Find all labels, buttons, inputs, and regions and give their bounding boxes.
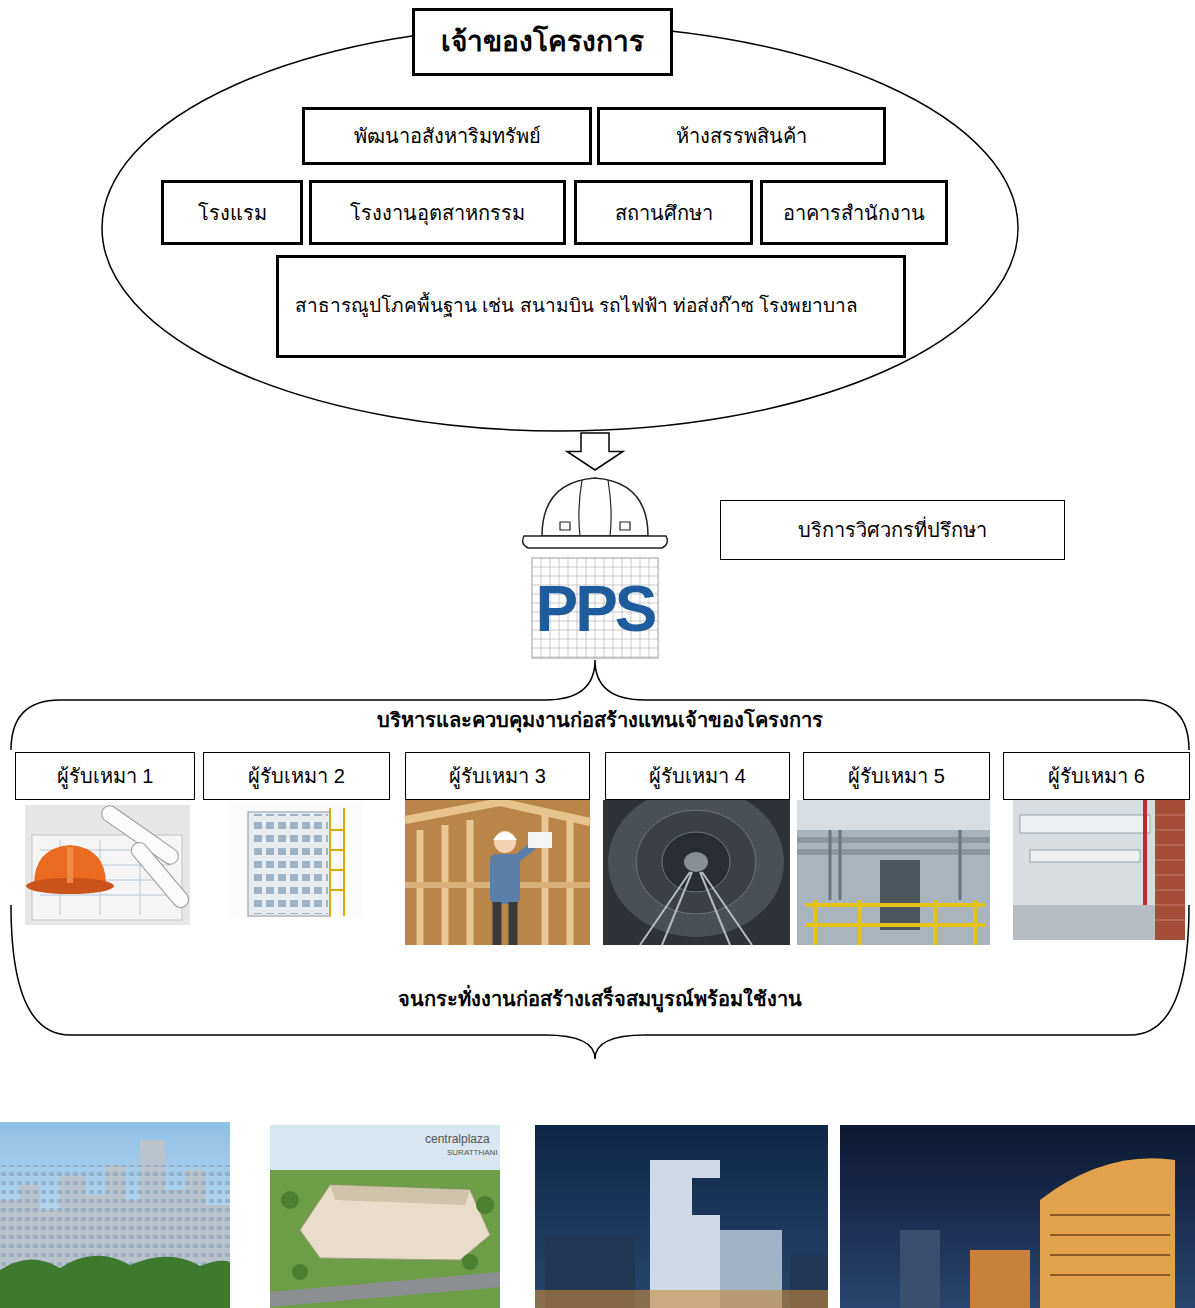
box-label: ผู้รับเหมา 2	[248, 763, 345, 789]
box-label: พัฒนาอสังหาริมทรัพย์	[354, 123, 541, 149]
building-photo	[228, 802, 362, 918]
logo-grid	[532, 558, 658, 658]
contractor-box: ผู้รับเหมา 5	[803, 752, 990, 800]
service-box: บริการวิศวกรที่ปรึกษา	[720, 500, 1065, 560]
contractor-box: ผู้รับเหมา 2	[203, 752, 390, 800]
contractor-box: ผู้รับเหมา 4	[605, 752, 790, 800]
box-label: ผู้รับเหมา 4	[649, 763, 746, 789]
owner-type-box: โรงแรม	[161, 180, 303, 245]
owner-heading: เจ้าของโครงการ	[412, 8, 673, 76]
mall-photo	[270, 1125, 500, 1308]
owner-type-box: อาคารสำนักงาน	[760, 180, 948, 245]
brace-top	[11, 660, 1189, 750]
photo-sign-text: centralplaza	[425, 1133, 490, 1146]
ceiling-photo	[1013, 800, 1185, 940]
tower-photo	[535, 1125, 828, 1308]
box-label: ผู้รับเหมา 6	[1048, 763, 1145, 789]
box-label: ผู้รับเหมา 3	[449, 763, 546, 789]
industrial-photo	[797, 800, 990, 945]
night-building-photo	[840, 1125, 1195, 1308]
logo-grid	[532, 558, 658, 658]
contractor-box: ผู้รับเหมา 1	[15, 752, 195, 800]
tunnel-photo	[603, 787, 790, 945]
owner-type-box: สถานศึกษา	[574, 180, 753, 245]
owner-type-box: โรงงานอุตสาหกรรม	[309, 180, 566, 245]
contractor-box: ผู้รับเหมา 6	[1003, 752, 1190, 800]
helmet-ridge	[560, 480, 630, 536]
box-label: สาธารณูปโภคพื้นฐาน เช่น สนามบิน รถไฟฟ้า …	[295, 289, 858, 323]
box-label: โรงงานอุตสาหกรรม	[350, 200, 525, 226]
blueprint-photo	[25, 803, 192, 925]
brace-bottom	[11, 905, 1189, 1059]
box-label: ผู้รับเหมา 5	[848, 763, 945, 789]
contractor-box: ผู้รับเหมา 3	[405, 752, 590, 800]
brace-heading: บริหารและควบคุมงานก่อสร้างแทนเจ้าของโครง…	[10, 706, 1190, 734]
owner-type-box: สาธารณูปโภคพื้นฐาน เช่น สนามบิน รถไฟฟ้า …	[276, 255, 906, 358]
owner-type-box: ห้างสรรพสินค้า	[597, 107, 886, 165]
company-logo: PPS	[520, 470, 670, 660]
ellipse-outline	[102, 25, 1018, 431]
logo-letters: PPS	[535, 577, 654, 641]
helmet-dome	[542, 478, 648, 536]
owner-ellipse: เจ้าของโครงการพัฒนาอสังหาริมทรัพย์ ห้างสร…	[100, 8, 1020, 433]
box-label: สถานศึกษา	[615, 200, 713, 226]
timber-frame-photo	[405, 800, 590, 945]
owner-type-box: พัฒนาอสังหาริมทรัพย์	[302, 107, 592, 165]
helmet-brim	[523, 536, 668, 548]
box-label: ห้างสรรพสินค้า	[676, 123, 807, 149]
box-label: อาคารสำนักงาน	[783, 200, 925, 226]
box-label: ผู้รับเหมา 1	[57, 763, 154, 789]
block-arrow	[567, 433, 623, 470]
box-label: บริการวิศวกรที่ปรึกษา	[798, 517, 987, 543]
city-photo	[0, 1122, 230, 1308]
photo-sign-text: SURATTHANI	[447, 1149, 498, 1158]
box-label: โรงแรม	[198, 200, 267, 226]
management-brace: บริหารและควบคุมงานก่อสร้างแทนเจ้าของโครง…	[10, 660, 1190, 1060]
brace-footer: จนกระทั่งงานก่อสร้างเสร็จสมบูรณ์พร้อมใช้…	[10, 985, 1190, 1013]
